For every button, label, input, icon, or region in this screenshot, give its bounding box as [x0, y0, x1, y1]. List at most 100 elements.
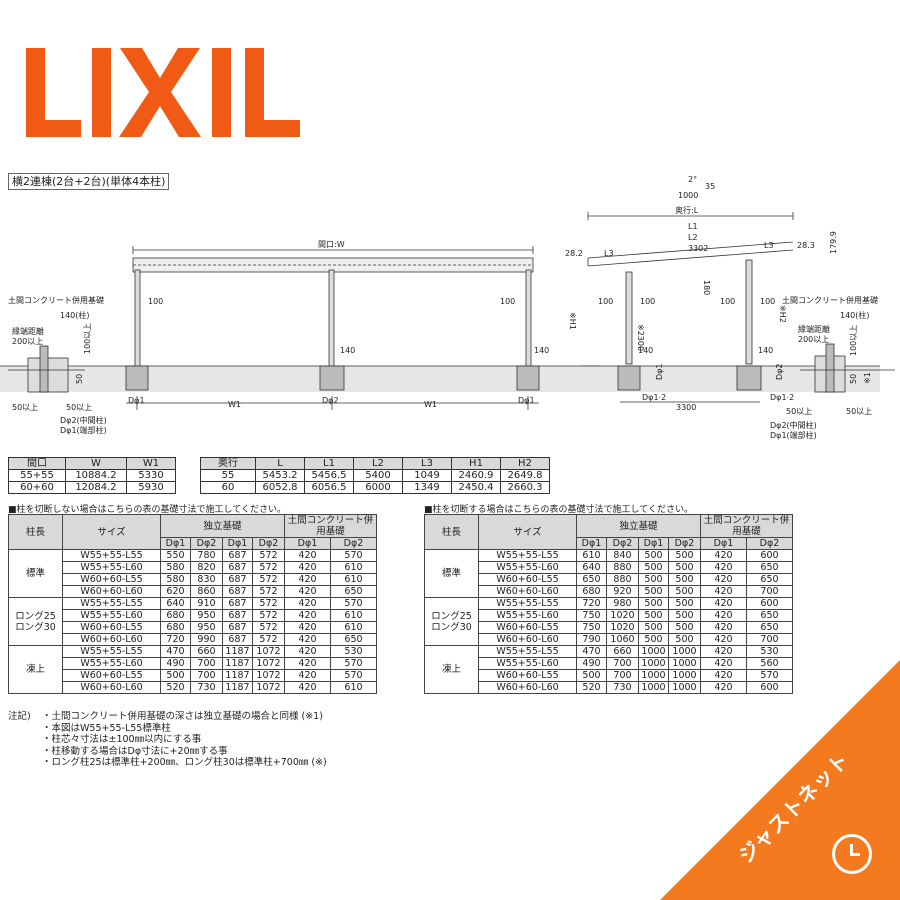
cell: 1072: [252, 681, 285, 694]
group-label: 標準: [8, 549, 63, 598]
cell: 650: [576, 573, 607, 586]
cell: 60+60: [8, 481, 66, 494]
cell: 500: [638, 549, 669, 562]
cell: 1072: [252, 645, 285, 658]
d1-note-left: Dφ1(端部柱): [60, 425, 107, 435]
cell: 610: [330, 681, 377, 694]
cell: 700: [606, 657, 639, 670]
header-size: サイズ: [62, 514, 161, 550]
cell: 500: [668, 585, 701, 598]
h140c-side: 140(柱): [840, 310, 870, 320]
cell: 500: [638, 573, 669, 586]
group-label: ロング25 ロング30: [8, 597, 63, 646]
cell: 780: [190, 549, 223, 562]
cell: 6056.5: [304, 481, 354, 494]
subheader: Dφ2: [190, 537, 223, 550]
cell: 420: [284, 681, 331, 694]
cell: W55+55-L60: [478, 561, 577, 574]
depth-header: H1: [451, 457, 501, 470]
h140-a: 140: [340, 346, 355, 355]
cell: 640: [160, 597, 191, 610]
cell: 1020: [606, 621, 639, 634]
cell: 470: [576, 645, 607, 658]
cell: 700: [190, 669, 223, 682]
technical-drawing: 間口:W 100 100 140 140 W1 W1 Dφ1 Dφ2 Dφ1 土…: [0, 175, 895, 440]
gap-right: 100: [500, 297, 515, 306]
subheader: Dφ2: [746, 537, 793, 550]
cell: 570: [330, 549, 377, 562]
cell: 2649.8: [500, 469, 550, 482]
cell: 700: [190, 657, 223, 670]
angle-1000: 1000: [678, 191, 698, 200]
subheader: Dφ1: [222, 537, 253, 550]
d12b: Dφ1·2: [770, 393, 794, 402]
g100a: 100: [598, 297, 613, 306]
cell: W60+60-L60: [62, 681, 161, 694]
cell: 2460.9: [451, 469, 501, 482]
depth-header: L: [255, 457, 305, 470]
cell: W55+55-L55: [62, 549, 161, 562]
cell: 1072: [252, 657, 285, 670]
h1: ※H1: [568, 312, 577, 330]
found-title-right: 土間コンクリート併用基礎: [782, 295, 878, 305]
cell: W60+60-L55: [478, 669, 577, 682]
cell: 500: [668, 609, 701, 622]
cell: W55+55-L55: [62, 597, 161, 610]
subheader: Dφ1: [284, 537, 331, 550]
d2-note-right: Dφ2(中間柱): [770, 420, 817, 430]
group-label: 凍上: [8, 645, 63, 694]
cell: 10884.2: [65, 469, 127, 482]
cell: 500: [668, 561, 701, 574]
diagram-subtitle: 横2連棟(2台+2台)(単体4本柱): [8, 173, 170, 190]
note1-side: ※1: [863, 372, 872, 384]
g100b: 100: [640, 297, 655, 306]
l2: L2: [688, 233, 698, 242]
cell: 420: [284, 609, 331, 622]
cell: 500: [668, 621, 701, 634]
cell: W55+55-L60: [62, 609, 161, 622]
cell: W60+60-L55: [478, 621, 577, 634]
cell: 572: [252, 609, 285, 622]
header-size: サイズ: [478, 514, 577, 550]
cell: 1349: [402, 481, 452, 494]
cell: W60+60-L55: [62, 669, 161, 682]
cell: 530: [330, 645, 377, 658]
cell: 500: [668, 573, 701, 586]
table-row: 60 6052.8 6056.5 6000 1349 2450.4 2660.3: [200, 481, 550, 494]
cell: 5400: [353, 469, 403, 482]
cell: 570: [330, 597, 377, 610]
width-label: 間口:W: [318, 240, 345, 249]
cell: 920: [606, 585, 639, 598]
cell: W55+55-L55: [62, 645, 161, 658]
cell: 572: [252, 561, 285, 574]
cell: 1000: [638, 645, 669, 658]
cell: 840: [606, 549, 639, 562]
cell: 500: [668, 597, 701, 610]
cell: 687: [222, 549, 253, 562]
depth-header: L1: [304, 457, 354, 470]
cell: 680: [576, 585, 607, 598]
note-item: ・土間コンクリート併用基礎の深さは独立基礎の場合と同様 (※1): [42, 711, 323, 722]
depth-label: 奥行:L: [675, 205, 699, 215]
f140: 140(柱): [60, 310, 90, 320]
width-header: 間口: [8, 457, 66, 470]
cell: 5930: [126, 481, 176, 494]
subheader: Dφ2: [252, 537, 285, 550]
cell: 500: [638, 561, 669, 574]
group-label: 凍上: [424, 645, 479, 694]
d12a: Dφ1·2: [642, 393, 666, 402]
d1-right: Dφ1: [518, 396, 535, 405]
cell: 600: [746, 597, 793, 610]
cell: 860: [190, 585, 223, 598]
w1-left: W1: [228, 400, 241, 409]
cell: 650: [746, 561, 793, 574]
cell: 610: [330, 621, 377, 634]
cell: 520: [160, 681, 191, 694]
